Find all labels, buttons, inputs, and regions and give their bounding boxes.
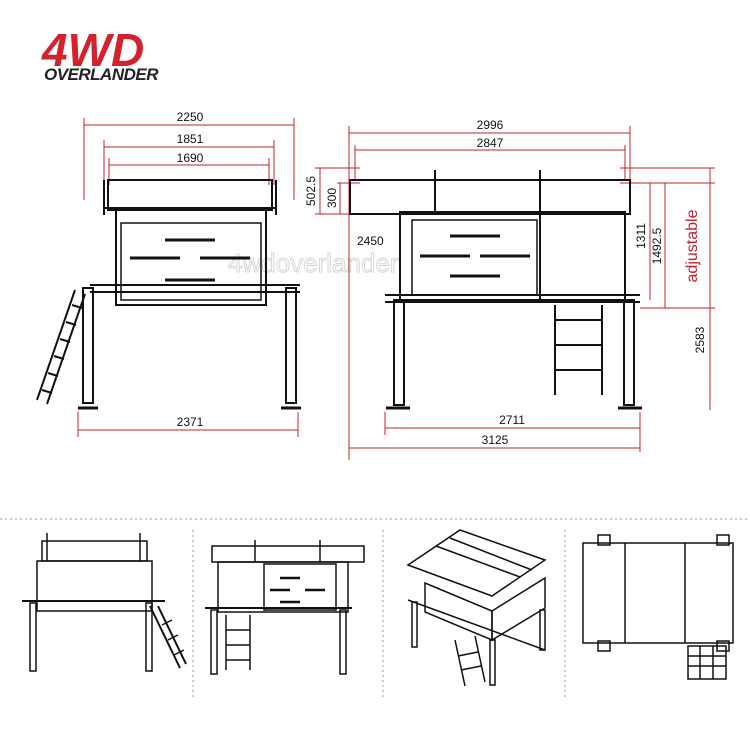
side-view: 2996 2847 502.5 300 2450 1311 1492.5 adj…: [304, 118, 715, 460]
side-dim-2711: 2711: [499, 413, 525, 427]
front-dim-1851: 1851: [177, 132, 204, 146]
side-dim-2847: 2847: [477, 136, 504, 150]
side-dimension-lines: [315, 126, 715, 460]
side-dim-1311: 1311: [634, 223, 648, 249]
thumbnail-front: [22, 533, 187, 672]
brand-logo: 4WD OVERLANDER: [41, 24, 160, 84]
front-frame: [78, 179, 301, 410]
side-dim-3125: 3125: [482, 433, 509, 447]
side-dim-2583: 2583: [693, 326, 707, 353]
side-dim-1492-5: 1492.5: [650, 227, 664, 264]
front-view: 2250 1851 1690 2371: [36, 110, 301, 437]
front-ladder: [36, 289, 86, 405]
front-dim-2371: 2371: [177, 415, 204, 429]
side-frame: [349, 170, 642, 410]
side-dim-2450: 2450: [357, 234, 384, 248]
adjustable-label: adjustable: [684, 209, 701, 282]
front-dim-1690: 1690: [177, 151, 204, 165]
side-dim-300: 300: [325, 188, 339, 208]
side-panel-slots: [420, 234, 530, 278]
side-dim-502-5: 502.5: [304, 176, 318, 206]
thumbnail-side: [205, 540, 365, 675]
front-panel-slots: [130, 238, 250, 282]
side-ladder: [554, 305, 603, 395]
logo-sub-text: OVERLANDER: [44, 65, 159, 84]
thumbnail-isometric: [406, 529, 547, 687]
thumbnail-top: [582, 534, 734, 680]
front-dim-2250: 2250: [177, 110, 204, 124]
watermark-text: 4wdoverlander: [228, 248, 399, 278]
front-dimension-lines: [77, 118, 299, 437]
side-dim-2996: 2996: [477, 118, 504, 132]
logo-main-text: 4WD: [41, 24, 144, 76]
